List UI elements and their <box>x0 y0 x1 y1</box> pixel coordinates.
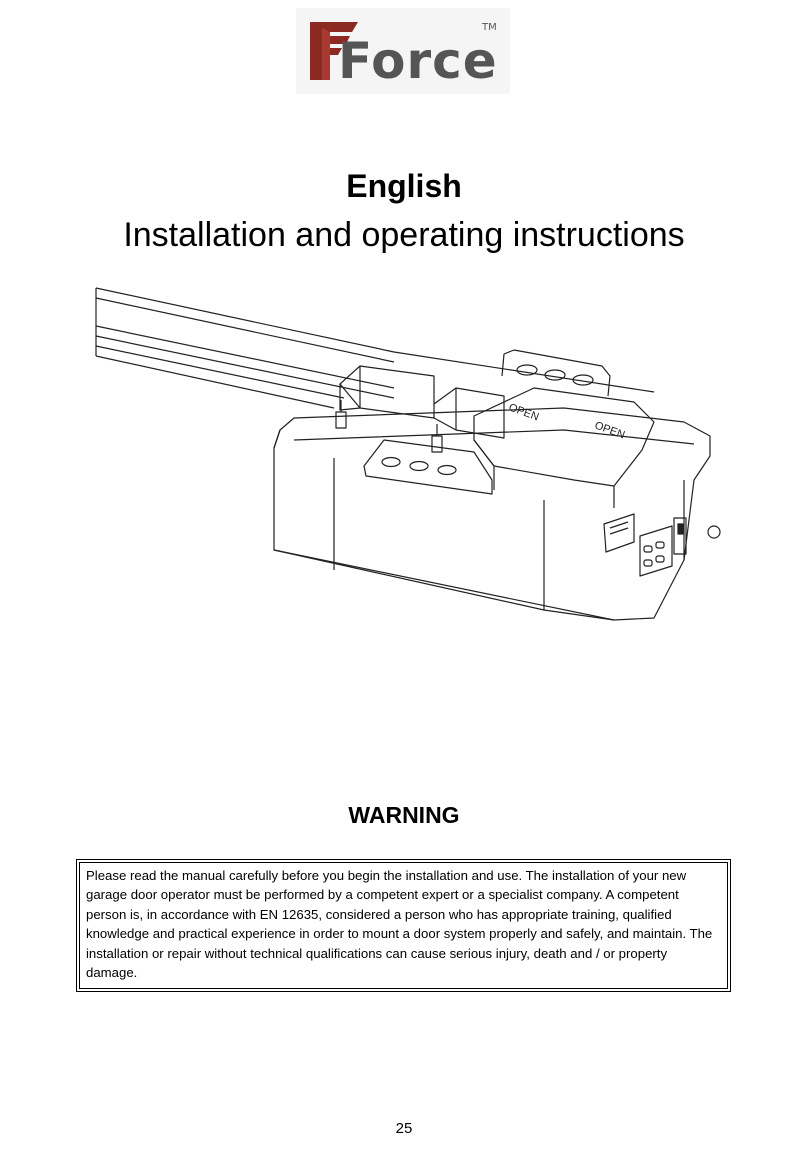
logo-trademark: TM <box>481 22 497 33</box>
document-title: Installation and operating instructions <box>123 216 685 254</box>
language-heading: English <box>346 168 462 204</box>
garage-door-operator-illustration: OPEN OPEN <box>94 280 724 640</box>
front-bracket-drawing <box>363 439 493 495</box>
force-logo-graphic: Force TM <box>310 22 498 94</box>
top-open-label: OPEN <box>507 402 540 424</box>
page-number: 25 <box>395 1120 413 1137</box>
warning-box: Please read the manual carefully before … <box>76 859 731 992</box>
warning-heading: WARNING <box>348 802 460 828</box>
logo-f-mark <box>310 22 358 80</box>
warning-text: Please read the manual carefully before … <box>86 868 713 981</box>
control-panel-drawing <box>603 513 687 577</box>
brand-logo: Force TM <box>296 8 510 94</box>
bolts-drawing <box>335 400 721 539</box>
carriage-drawing <box>339 365 505 439</box>
top-cover-drawing: OPEN OPEN <box>473 387 655 508</box>
rear-bracket-drawing <box>501 349 611 397</box>
logo-wordmark: Force <box>338 32 498 90</box>
cover-open-label: OPEN <box>593 420 626 442</box>
housing-drawing <box>273 407 711 621</box>
operator-drawing: OPEN OPEN <box>95 287 721 621</box>
rail-drawing <box>95 287 655 409</box>
